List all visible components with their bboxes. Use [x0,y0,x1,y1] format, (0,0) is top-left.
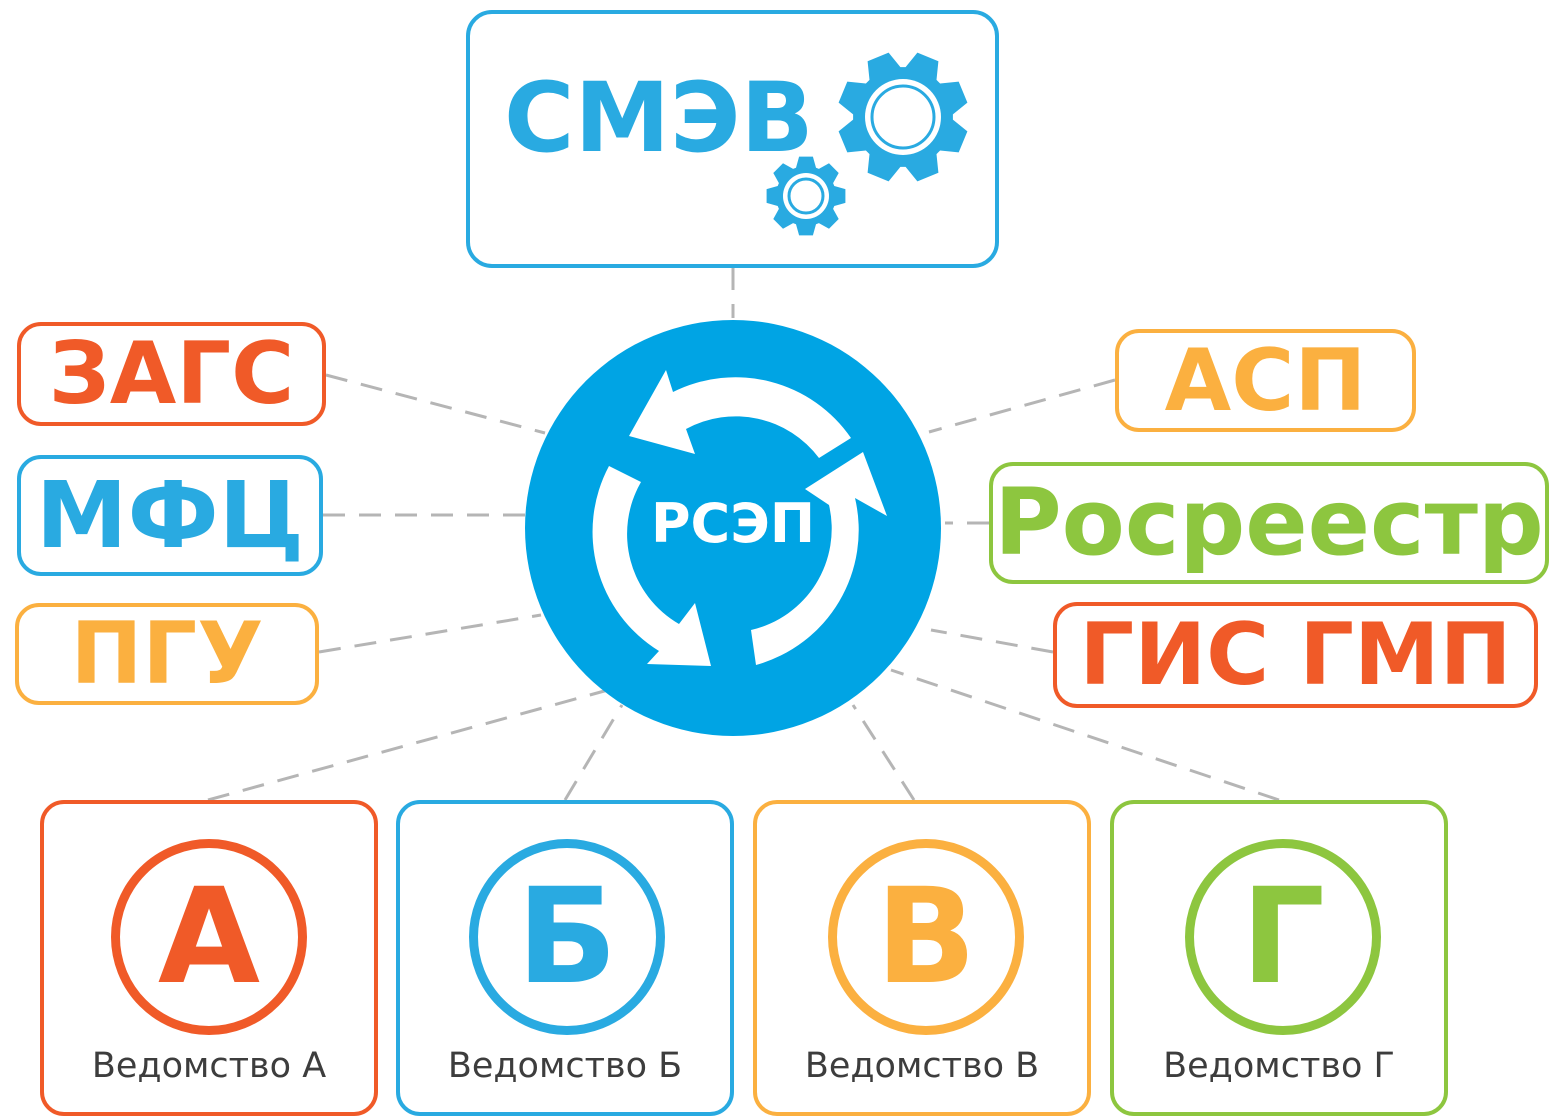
right-arrow-icon [751,452,887,665]
department-a-badge: А [111,839,307,1035]
gis-gmp-label: ГИС ГМП [1079,605,1512,705]
department-v-link [851,704,916,801]
hub-circle: РСЭП [525,320,941,736]
top-arrow-icon [629,370,851,458]
department-g-badge: Г [1185,839,1381,1035]
department-g-card: Г Ведомство Г [1110,800,1448,1116]
department-v-name: Ведомство В [804,1046,1040,1086]
pgu-link [318,613,542,654]
pgu-box: ПГУ [15,603,319,705]
department-b-badge: Б [469,839,665,1035]
department-a-link [207,688,609,802]
gears-icon [766,52,968,236]
department-b-letter: Б [516,860,618,1014]
smev-box: СМЭВ [466,10,999,268]
mfc-label: МФЦ [35,461,305,569]
hub-label: РСЭП [651,492,815,555]
gis-gmp-link [930,628,1054,654]
department-g-letter: Г [1240,860,1326,1014]
department-b-name: Ведомство Б [447,1046,683,1086]
refresh-arrows-icon [592,370,887,666]
rosreestr-box: Росреестр [989,462,1549,584]
smev-label: СМЭВ [504,62,814,174]
department-b-card: Б Ведомство Б [396,800,734,1116]
department-b-link [563,704,624,801]
pgu-label: ПГУ [70,604,264,704]
department-a-letter: А [157,860,261,1014]
rosreestr-label: Росреестр [994,469,1544,576]
small-gear-icon [766,156,846,236]
zags-link [325,373,546,435]
zags-box: ЗАГС [17,322,326,426]
mfc-box: МФЦ [17,455,323,576]
department-v-badge: В [828,839,1024,1035]
gis-gmp-box: ГИС ГМП [1053,602,1538,708]
left-arrow-icon [592,466,711,666]
department-g-link [890,668,1280,802]
asp-link [928,378,1116,434]
asp-box: АСП [1115,329,1416,432]
department-g-name: Ведомство Г [1163,1046,1395,1086]
gear-small-ring [787,177,825,215]
gear-big-ring [870,84,936,150]
gear-big-hole [865,79,941,155]
department-v-letter: В [875,860,977,1014]
department-a-name: Ведомство А [91,1046,327,1086]
department-a-card: А Ведомство А [40,800,378,1116]
zags-label: ЗАГС [48,324,295,424]
department-v-card: В Ведомство В [753,800,1091,1116]
large-gear-icon [838,52,968,182]
asp-label: АСП [1164,330,1367,431]
